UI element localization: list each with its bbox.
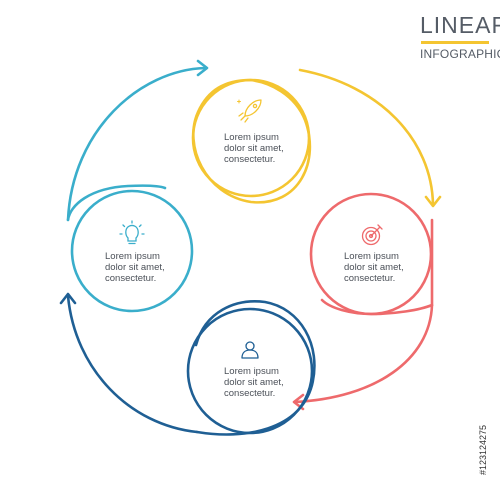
connector-arc-left-to-top <box>66 66 207 222</box>
step-line: consectetur. <box>344 273 396 284</box>
step-text-left: Lorem ipsum dolor sit amet, consectetur. <box>105 251 165 284</box>
step-line: consectetur. <box>224 388 276 399</box>
step-line: dolor sit amet, <box>344 262 404 273</box>
connector-arc-right-to-bottom <box>293 303 434 404</box>
step-circle-top <box>191 78 312 204</box>
title-underline <box>421 41 489 44</box>
lightbulb-icon <box>119 220 145 245</box>
page-title: LINEAR <box>420 12 500 38</box>
step-line: Lorem ipsum <box>344 251 399 262</box>
stock-id-watermark: #123124275 <box>478 424 488 475</box>
rocket-icon <box>237 99 262 123</box>
connector-arc-top-to-right <box>298 68 435 207</box>
step-circle-bottom <box>186 300 316 436</box>
step-line: dolor sit amet, <box>224 377 284 388</box>
step-text-bottom: Lorem ipsum dolor sit amet, consectetur. <box>224 366 284 399</box>
step-line: dolor sit amet, <box>224 143 284 154</box>
step-line: consectetur. <box>105 273 157 284</box>
step-circle-right <box>309 192 434 316</box>
step-line: consectetur. <box>224 154 276 165</box>
arrowhead-right <box>424 195 442 208</box>
connector-arc-bottom-to-left <box>66 294 199 434</box>
step-line: Lorem ipsum <box>224 366 279 377</box>
arrowhead-top <box>196 59 209 77</box>
step-text-right: Lorem ipsum dolor sit amet, consectetur. <box>344 251 404 284</box>
step-circle-left <box>66 184 194 313</box>
person-icon <box>241 341 259 359</box>
step-line: Lorem ipsum <box>105 251 160 262</box>
step-text-top: Lorem ipsum dolor sit amet, consectetur. <box>224 132 284 165</box>
target-icon <box>361 224 383 246</box>
page-subtitle: INFOGRAPHICS <box>420 47 500 61</box>
arrowhead-left <box>59 292 77 305</box>
step-line: dolor sit amet, <box>105 262 165 273</box>
step-line: Lorem ipsum <box>224 132 279 143</box>
